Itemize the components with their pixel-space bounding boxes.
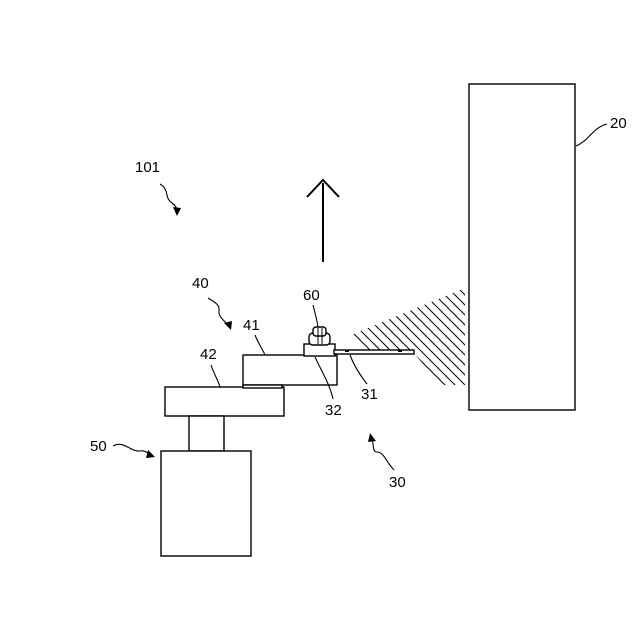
sensor-icon	[309, 327, 330, 345]
column	[189, 416, 224, 451]
wall-label: 20	[610, 115, 627, 132]
system-label: 101	[135, 159, 160, 176]
base-leader	[113, 444, 152, 455]
hand-joint	[304, 344, 335, 356]
hand-leader-arrow	[368, 433, 376, 442]
hatch-line	[370, 280, 480, 390]
base	[161, 451, 251, 556]
wall-leader	[576, 124, 607, 146]
wall-block	[469, 84, 575, 410]
arm-lower-label: 42	[200, 346, 217, 363]
hand-blade-label: 31	[361, 386, 378, 403]
arm-lower-leader	[211, 365, 220, 387]
robot-label: 40	[192, 275, 209, 292]
robot-leader	[208, 298, 229, 326]
hand-joint-label: 32	[325, 402, 342, 419]
arm-lower	[165, 387, 284, 416]
base-label: 50	[90, 438, 107, 455]
arm-joint	[243, 385, 282, 388]
hand-blade-leader	[350, 355, 367, 384]
hatch-line	[360, 280, 470, 390]
sensor-leader	[313, 305, 318, 327]
up-arrow-icon	[307, 180, 339, 262]
arm-upper	[243, 355, 337, 385]
hand-label: 30	[389, 474, 406, 491]
beam-hatch	[300, 280, 630, 390]
hatch-line	[330, 280, 440, 390]
hand-leader	[372, 438, 394, 470]
base-leader-arrow	[146, 450, 155, 458]
arm-upper-leader	[255, 335, 265, 355]
sensor-label: 60	[303, 287, 320, 304]
system-leader-arrow	[173, 207, 181, 216]
hatch-line	[350, 280, 460, 390]
arm-upper-label: 41	[243, 317, 260, 334]
hatch-line	[340, 280, 450, 390]
